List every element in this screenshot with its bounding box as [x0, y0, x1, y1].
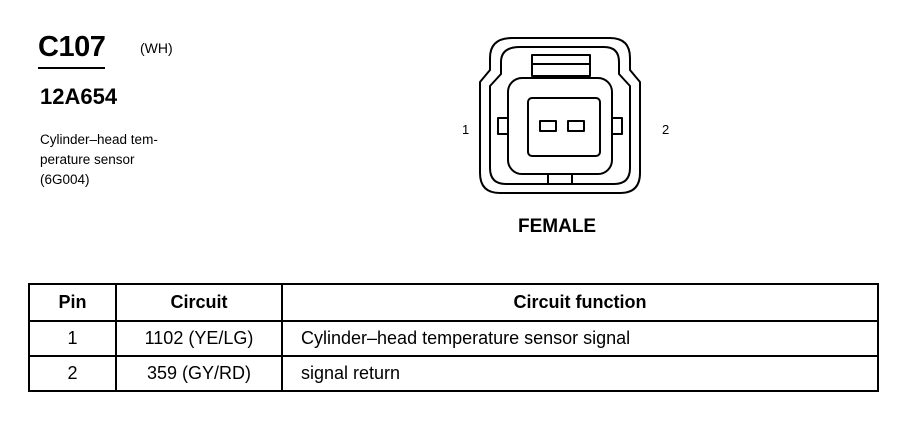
cell-pin: 2: [28, 355, 117, 392]
color-code: (WH): [140, 40, 173, 56]
cell-circuit: 359 (GY/RD): [115, 355, 283, 392]
terminal-pin-1: [539, 120, 557, 132]
connector-face-diagram: [479, 37, 641, 194]
connector-id: C107: [38, 30, 106, 69]
pinout-table: Pin Circuit Circuit function 1 1102 (YE/…: [28, 283, 879, 392]
pin-label-1: 1: [462, 122, 470, 137]
table-header-row: Pin Circuit Circuit function: [28, 283, 879, 322]
header-circuit-function: Circuit function: [281, 283, 879, 322]
cell-pin: 1: [28, 320, 117, 357]
header-circuit: Circuit: [115, 283, 283, 322]
table-row: 2 359 (GY/RD) signal return: [28, 355, 879, 392]
locking-tab: [531, 54, 591, 77]
header-pin: Pin: [28, 283, 117, 322]
terminal-pin-2: [567, 120, 585, 132]
gender-label: FEMALE: [518, 216, 597, 237]
cell-function: Cylinder–head temperature sensor signal: [281, 320, 879, 357]
table-row: 1 1102 (YE/LG) Cylinder–head temperature…: [28, 320, 879, 357]
terminal-cavity: [527, 97, 601, 157]
cell-circuit: 1102 (YE/LG): [115, 320, 283, 357]
housing-outline: [479, 37, 641, 194]
side-key-right: [612, 117, 623, 135]
side-key-left: [497, 117, 508, 135]
housing-inner-outline: [489, 46, 631, 185]
bottom-key: [547, 174, 573, 185]
connector-body: [507, 77, 613, 175]
pin-label-2: 2: [662, 122, 670, 137]
component-description: Cylinder–head tem- perature sensor (6G00…: [40, 132, 158, 187]
part-number: 12A654: [40, 84, 118, 109]
cell-function: signal return: [281, 355, 879, 392]
